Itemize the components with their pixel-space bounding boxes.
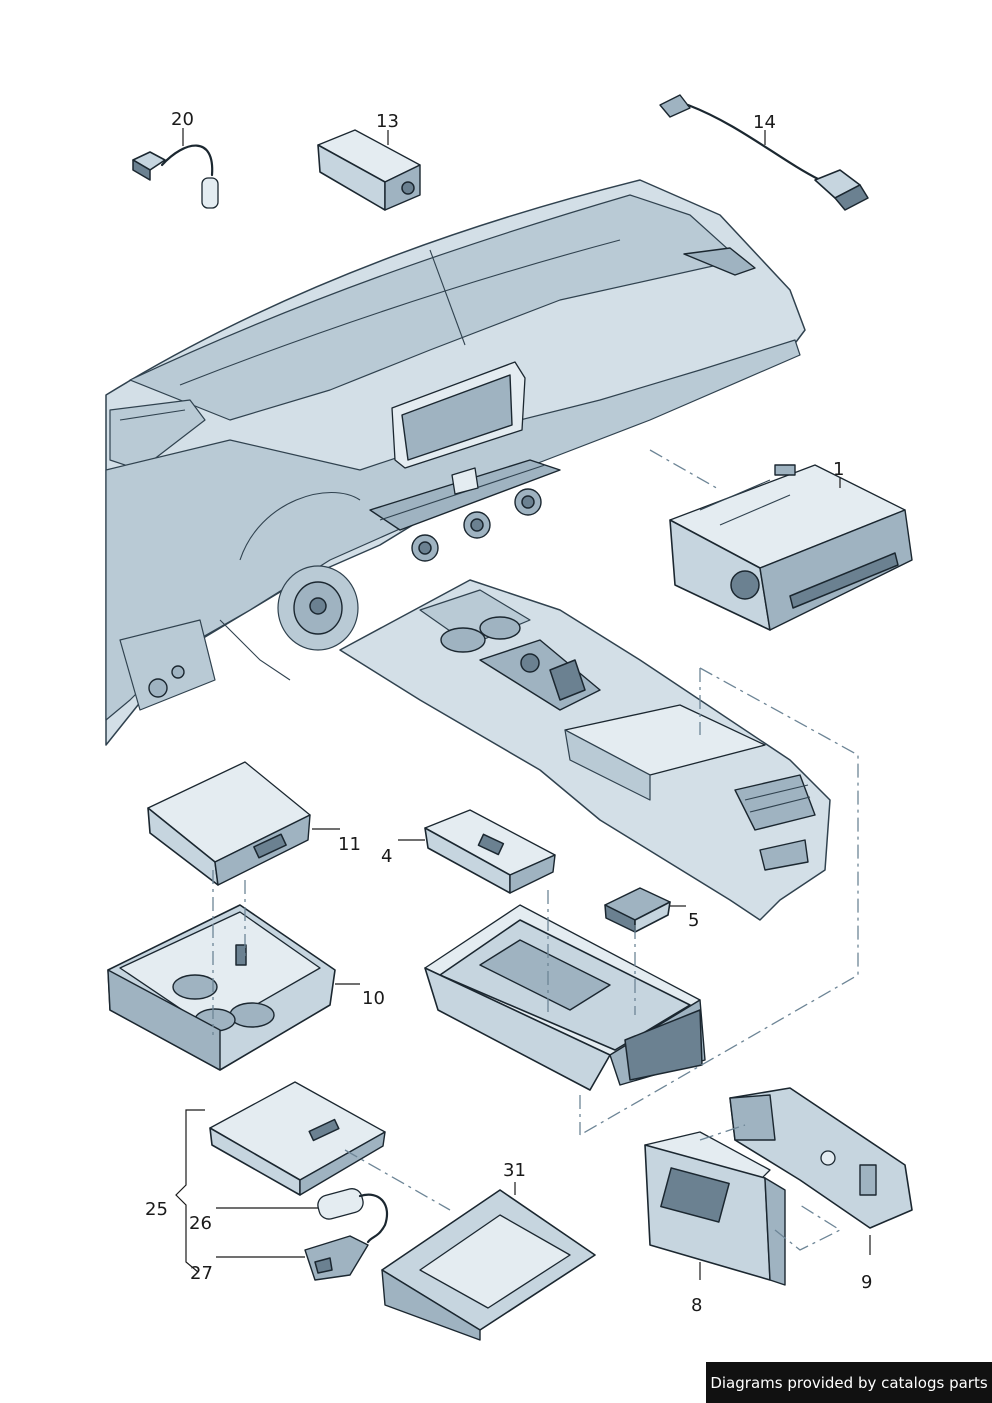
console-tray <box>424 904 706 1091</box>
dashboard-illustration <box>105 179 831 921</box>
callout-leaders <box>175 128 871 1280</box>
callout-25: 25 <box>145 1199 168 1220</box>
callout-5: 5 <box>688 910 699 931</box>
part-9-mount-bracket <box>729 1087 913 1229</box>
callout-13: 13 <box>376 111 399 132</box>
dashed-leaders <box>212 449 859 1251</box>
footer-credit-badge: Diagrams provided by catalogs parts <box>706 1362 992 1403</box>
part-27-cover <box>304 1235 369 1281</box>
part-14-antenna-cable <box>659 94 869 211</box>
part-10-bracket <box>107 904 336 1071</box>
callout-10: 10 <box>362 988 385 1009</box>
part-5-connector <box>604 887 671 933</box>
footer-credit-text: Diagrams provided by catalogs parts <box>710 1373 988 1392</box>
callout-27: 27 <box>190 1263 213 1284</box>
part-13-tuner <box>317 129 421 211</box>
callout-31: 31 <box>503 1160 526 1181</box>
callout-8: 8 <box>691 1295 702 1316</box>
part-20-sensor-cable <box>132 144 219 209</box>
callout-1: 1 <box>833 459 844 480</box>
callout-11: 11 <box>338 834 361 855</box>
part-26-battery <box>317 1188 388 1244</box>
part-8-module <box>644 1131 786 1286</box>
part-4-phone-box <box>424 809 556 894</box>
callout-4: 4 <box>381 846 392 867</box>
callout-labels: 1 4 5 8 9 10 11 13 14 20 25 26 27 31 <box>145 109 872 1316</box>
part-31-carrier <box>381 1189 596 1341</box>
part-25-control-unit <box>209 1081 386 1196</box>
callout-14: 14 <box>753 112 776 133</box>
part-1-radio-unit <box>669 464 913 631</box>
callout-20: 20 <box>171 109 194 130</box>
callout-26: 26 <box>189 1213 212 1234</box>
part-11-module <box>147 761 311 886</box>
callout-9: 9 <box>861 1272 872 1293</box>
